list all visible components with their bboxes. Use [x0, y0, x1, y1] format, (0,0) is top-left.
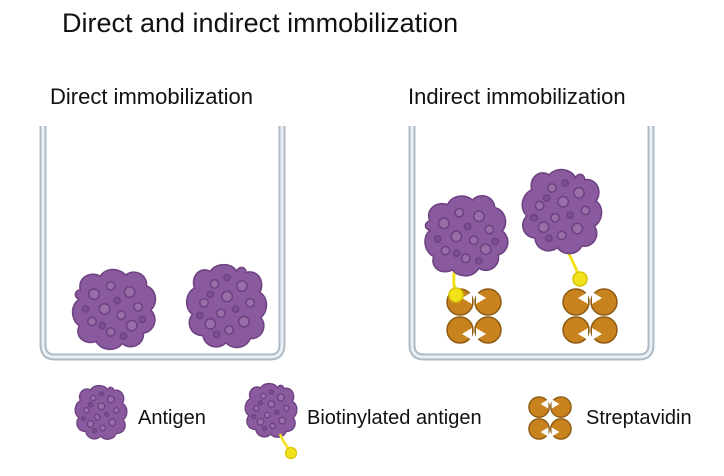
streptavidin-1 — [446, 288, 502, 344]
indirect-well — [408, 126, 655, 361]
biotinylated-antigen-icon — [244, 382, 298, 460]
antigen-icon — [74, 384, 128, 440]
direct-antigen-2 — [185, 263, 268, 349]
biotinylated-antigen-2 — [516, 165, 607, 258]
streptavidin-icon — [528, 396, 572, 440]
biotin-linker-2 — [567, 253, 588, 287]
indirect-panel-label: Indirect immobilization — [408, 84, 626, 109]
biotin-linker-1 — [448, 267, 464, 303]
legend-streptavidin-label: Streptavidin — [586, 407, 692, 429]
direct-panel-label: Direct immobilization — [50, 84, 253, 109]
streptavidin-2 — [562, 288, 618, 344]
legend-antigen-label: Antigen — [138, 407, 206, 429]
direct-well — [39, 126, 286, 361]
biotinylated-antigen-1 — [418, 189, 514, 282]
legend-biotinylated-antigen-label: Biotinylated antigen — [307, 407, 482, 429]
diagram-title: Direct and indirect immobilization — [62, 8, 459, 38]
direct-antigen-1 — [71, 268, 157, 351]
